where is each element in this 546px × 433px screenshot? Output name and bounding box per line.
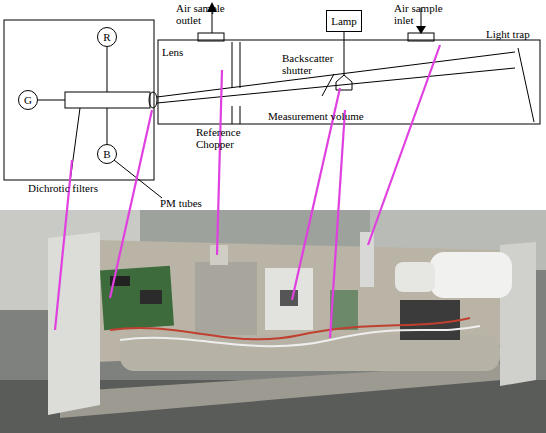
measurement-tube <box>158 40 540 124</box>
node-label: B <box>103 148 110 160</box>
detector-box <box>4 20 154 180</box>
part-label: Light trap <box>486 28 546 40</box>
detector-circle: G <box>18 90 38 110</box>
part-label: Air sample inlet <box>394 2 454 26</box>
lens-symbol <box>149 92 157 108</box>
node-label: G <box>24 94 32 106</box>
node-label: R <box>103 31 110 43</box>
part-label: Reference Chopper <box>196 126 254 150</box>
light-trap-line <box>518 48 534 122</box>
node-label: Lamp <box>331 15 357 27</box>
shutter-line <box>322 74 334 96</box>
detector-circle: R <box>97 27 117 47</box>
light-beam <box>157 52 515 97</box>
canister <box>430 252 512 298</box>
chopper-line <box>232 42 233 88</box>
part-label: Air sample outlet <box>176 2 236 26</box>
filter-bar <box>65 92 150 108</box>
lamp-unit <box>265 268 313 330</box>
inlet-pipe <box>360 232 374 287</box>
part-label: PM tubes <box>160 197 230 209</box>
inlet-port <box>408 33 434 41</box>
chopper-housing <box>195 262 257 340</box>
lamp-box: Lamp <box>326 10 362 32</box>
part-label: Backscatter shutter <box>282 52 340 76</box>
part-label: Dichrotic filters <box>28 182 138 194</box>
part-label: Lens <box>162 46 202 58</box>
part-label: Measurement volume <box>268 110 388 122</box>
outlet-port <box>198 33 224 41</box>
detector-circle: B <box>97 144 117 164</box>
tube <box>120 335 500 371</box>
lamp-housing <box>336 75 352 90</box>
